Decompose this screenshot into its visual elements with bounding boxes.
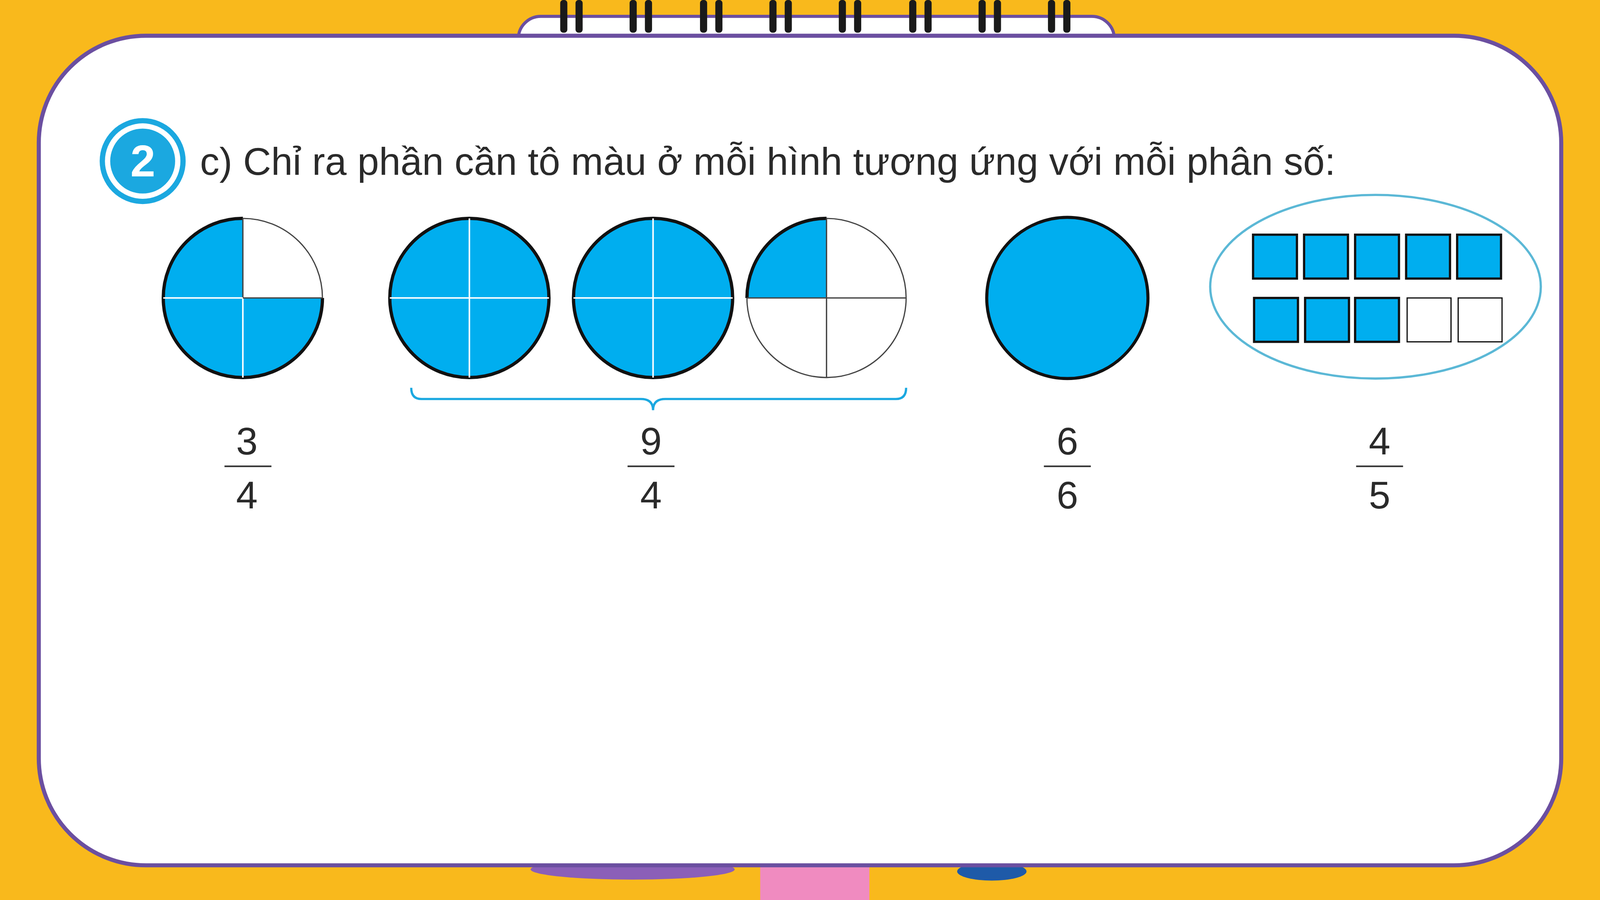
- panel: [38, 35, 1562, 866]
- binding-ring: [700, 0, 708, 33]
- divider: [389, 297, 549, 299]
- badge-fill: [110, 128, 176, 194]
- shaded-square: [1355, 234, 1400, 279]
- shaded-square: [1254, 298, 1298, 342]
- binding-ring: [560, 0, 568, 33]
- divider: [242, 298, 244, 378]
- shaded-circle: [986, 217, 1148, 379]
- binding-ring: [769, 0, 777, 33]
- fraction-bar: [627, 465, 675, 468]
- fraction-bar: [224, 465, 272, 468]
- binding-ring: [629, 0, 637, 33]
- denominator: 5: [1368, 475, 1391, 515]
- shaded-square: [1457, 234, 1502, 279]
- shaded-square: [1406, 234, 1450, 279]
- shaded-circle: [389, 218, 549, 378]
- divider: [163, 297, 243, 299]
- shaded-square: [1305, 298, 1350, 342]
- empty-square: [1458, 298, 1502, 342]
- shaded-square: [1355, 298, 1400, 342]
- numerator: 3: [236, 421, 258, 461]
- denominator: 6: [1056, 475, 1078, 515]
- bracket: [411, 387, 906, 410]
- binding-ring: [1048, 0, 1056, 33]
- badge-ring: [100, 118, 186, 205]
- fraction-circle: [573, 218, 733, 378]
- binding-ring: [924, 0, 932, 33]
- binding-ring: [978, 0, 986, 33]
- binding-ring: [854, 0, 862, 33]
- shaded-square: [1304, 234, 1348, 279]
- fraction-circle: [389, 218, 549, 378]
- fraction-circle: [746, 218, 906, 378]
- circle-border: [163, 218, 323, 378]
- circle-outline: [163, 218, 323, 378]
- numerator: 6: [1056, 421, 1078, 461]
- denominator: 4: [640, 475, 662, 515]
- divider: [573, 297, 733, 299]
- divider: [242, 297, 323, 299]
- denominator: 4: [236, 475, 258, 515]
- circle-border: [746, 218, 827, 298]
- binding-ring: [838, 0, 846, 33]
- binding-ring: [644, 0, 652, 33]
- number-badge: 2: [98, 117, 187, 205]
- circle-outline: [746, 218, 906, 378]
- binding-ring: [784, 0, 792, 33]
- binding-ring: [1063, 0, 1071, 33]
- binding-ring: [994, 0, 1002, 33]
- binding-ring: [715, 0, 723, 33]
- exercise-number: 2: [130, 138, 156, 184]
- divider: [746, 297, 906, 299]
- set-ellipse: [1210, 194, 1542, 379]
- fraction-circle: [163, 218, 323, 378]
- shaded-quarter: [746, 218, 827, 298]
- square-set: [1253, 234, 1502, 342]
- empty-square: [1407, 298, 1452, 342]
- binding-ring: [909, 0, 917, 33]
- title: c) Chỉ ra phần cần tô màu ở mỗi hình tươ…: [200, 142, 1336, 181]
- badge-ring: [105, 123, 181, 200]
- shaded-circle: [573, 218, 733, 378]
- numerator: 9: [640, 421, 662, 461]
- divider: [242, 218, 244, 298]
- fraction-bar: [1356, 465, 1403, 468]
- binding: [560, 0, 1071, 33]
- fraction-bar: [1044, 465, 1091, 468]
- binding-ring: [575, 0, 583, 33]
- numerator: 4: [1368, 421, 1391, 461]
- shaded-square: [1253, 234, 1298, 279]
